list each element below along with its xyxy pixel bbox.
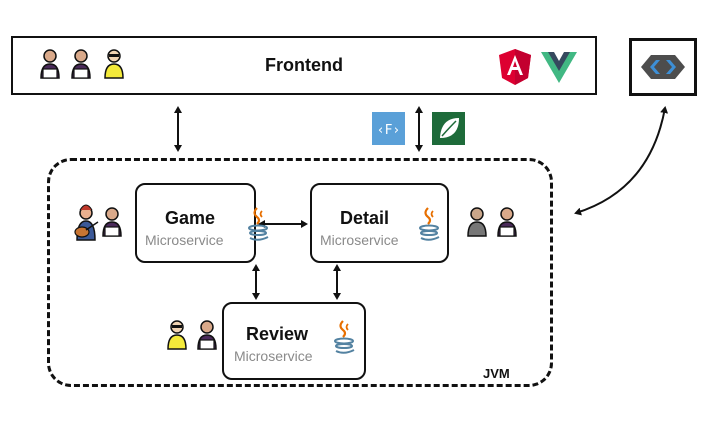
user-icon <box>467 207 487 237</box>
review-service-box: Review Microservice <box>222 302 366 380</box>
review-service-title: Review <box>246 324 309 344</box>
vue-logo <box>541 52 577 83</box>
review-service-subtitle: Microservice <box>234 348 313 364</box>
java-logo <box>418 206 441 241</box>
detail-service-title: Detail <box>340 208 390 228</box>
developer-icon <box>102 207 122 237</box>
angular-logo <box>499 49 531 85</box>
developer-icon <box>40 49 60 79</box>
tester-icon <box>104 49 124 79</box>
game-service-title: Game <box>165 208 216 228</box>
game-service-box: Game Microservice <box>135 183 256 263</box>
keycloak-jvm-arrow <box>574 106 669 216</box>
game-service-subtitle: Microservice <box>145 232 224 248</box>
frontend-title: Frontend <box>265 55 343 75</box>
keycloak-logo <box>641 55 685 79</box>
jvm-boundary <box>47 158 553 387</box>
spring-logo <box>432 112 465 145</box>
jvm-label: JVM <box>483 366 510 381</box>
keycloak-box <box>629 38 697 96</box>
developer-icon <box>197 320 217 350</box>
developer-icon <box>71 49 91 79</box>
tester-icon <box>167 320 187 350</box>
developer-icon <box>497 207 517 237</box>
feign-client-icon: ‹F› <box>372 112 405 145</box>
java-logo <box>333 319 356 354</box>
detail-service-subtitle: Microservice <box>320 232 399 248</box>
detail-service-box: Detail Microservice <box>310 183 449 263</box>
svg-text:‹F›: ‹F› <box>377 123 400 138</box>
guitarist-icon <box>74 204 99 241</box>
